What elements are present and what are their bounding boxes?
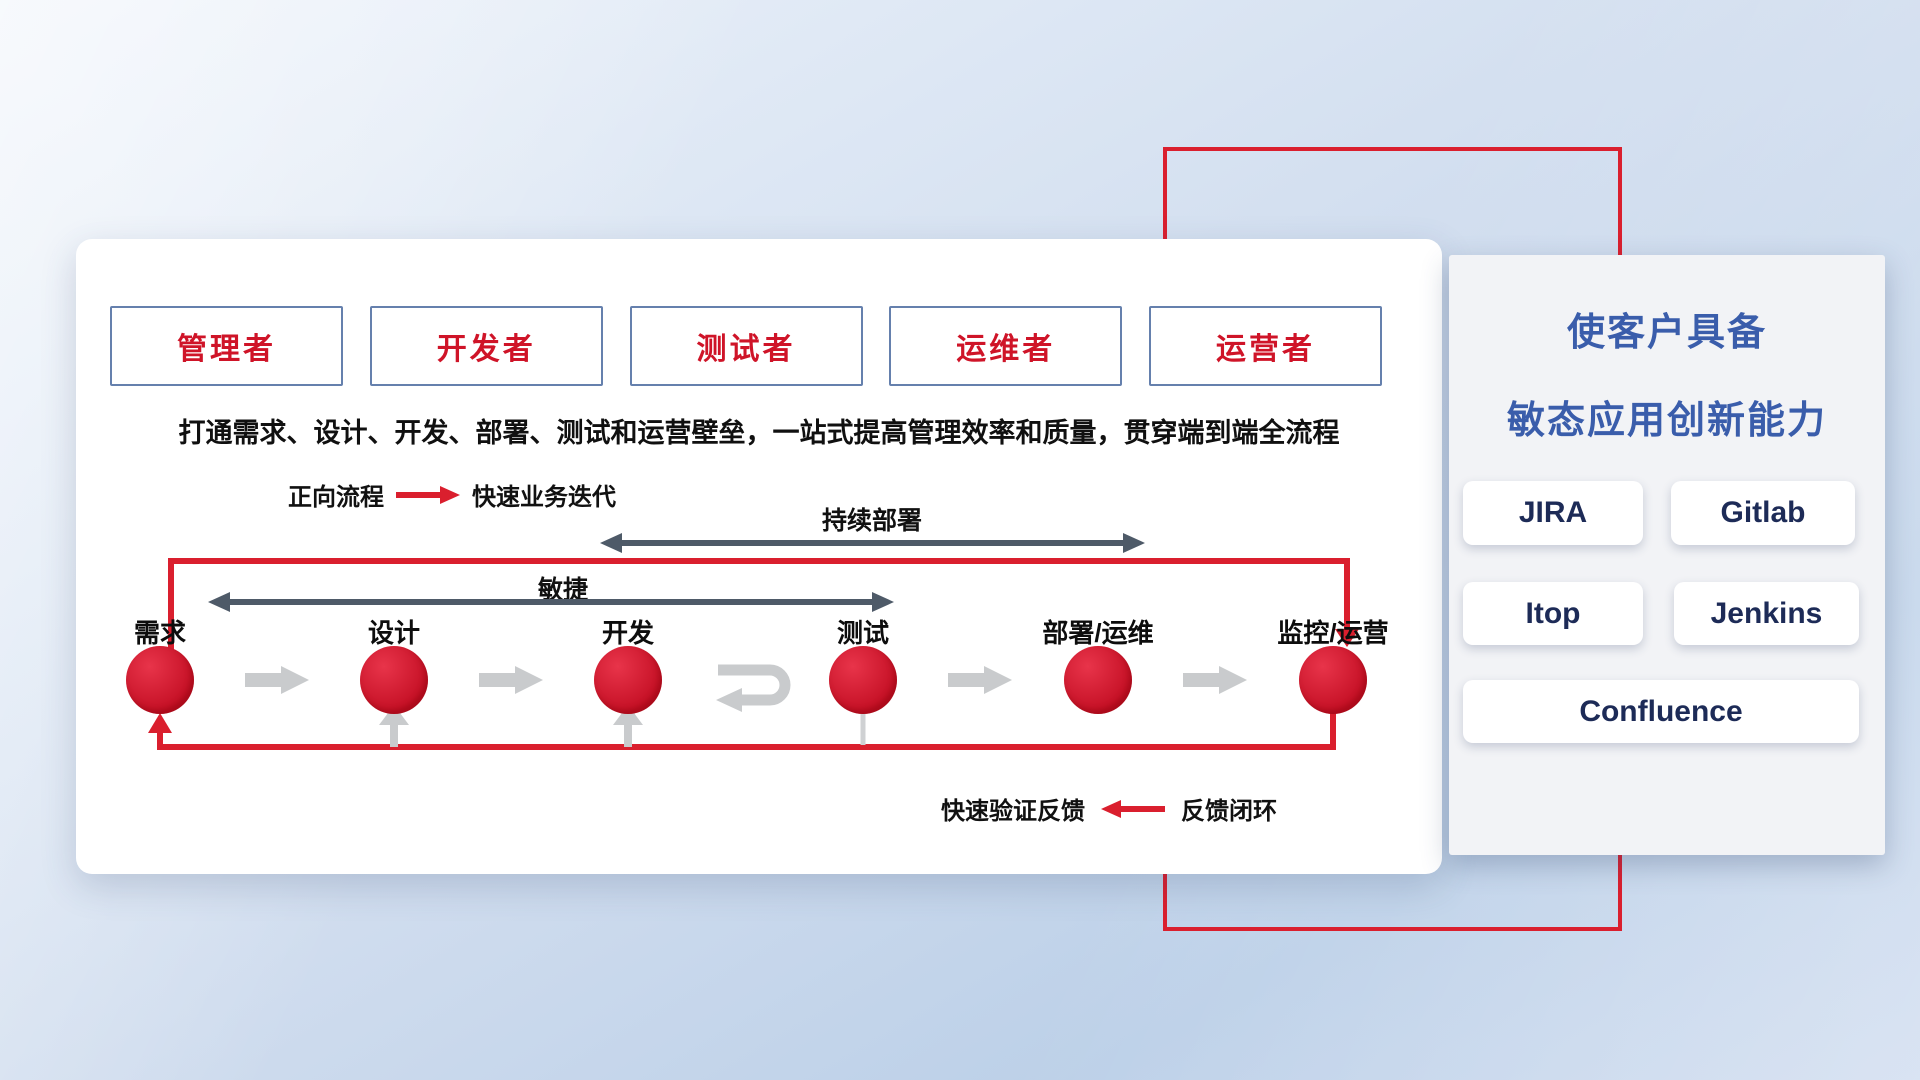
step-label-testing: 测试 <box>836 618 889 648</box>
step-label-deploy-ops: 部署/运维 <box>1042 618 1154 648</box>
tool-confluence: Confluence <box>1463 680 1859 743</box>
role-box-operator: 运营者 <box>1149 306 1382 386</box>
agile-span-arrow <box>208 592 894 612</box>
iteration-loop-icon <box>716 664 791 712</box>
feedback-value: 快速验证反馈 <box>941 798 1085 825</box>
role-box-developer: 开发者 <box>369 306 603 386</box>
role-label-operator: 运营者 <box>1216 333 1315 366</box>
legend-forward: 正向流程 快速业务迭代 <box>288 477 616 512</box>
forward-flow-label: 正向流程 <box>288 484 384 511</box>
panel-title-line1: 使客户具备 <box>1566 312 1767 354</box>
continuous-deployment-span-arrow <box>600 533 1145 553</box>
legend-feedback: 快速验证反馈 反馈闭环 <box>941 791 1277 826</box>
red-forward-flow-line <box>168 558 1359 671</box>
tool-itop: Itop <box>1463 582 1643 645</box>
role-label-ops: 运维者 <box>956 333 1056 366</box>
subtitle: 打通需求、设计、开发、部署、测试和运营壁垒，一站式提高管理效率和质量，贯穿端到端… <box>178 418 1340 448</box>
step-label-monitor-operate: 监控/运营 <box>1277 618 1389 648</box>
panel-title-line2: 敏态应用创新能力 <box>1506 400 1827 442</box>
role-label-manager: 管理者 <box>177 333 276 366</box>
step-dot-requirements <box>126 646 194 714</box>
step-dot-monitor-operate <box>1299 646 1367 714</box>
tool-gitlab: Gitlab <box>1671 481 1855 545</box>
tool-jira: JIRA <box>1463 481 1643 545</box>
devops-flow-card: 管理者 开发者 测试者 运维者 运营者 打通需求、设计、开发、部署、测试和运营壁… <box>76 239 1442 874</box>
flow-diagram-graphics <box>148 533 1359 750</box>
role-label-developer: 开发者 <box>436 333 536 366</box>
tool-jenkins: Jenkins <box>1674 582 1859 645</box>
tools-panel: 使客户具备 敏态应用创新能力 JIRA Gitlab Itop Jenkins … <box>1449 255 1885 855</box>
step-label-design: 设计 <box>367 618 420 648</box>
step-dot-design <box>360 646 428 714</box>
gray-step-arrows <box>245 666 1247 694</box>
step-dot-development <box>594 646 662 714</box>
step-label-development: 开发 <box>601 618 654 648</box>
gray-feedback-up-arrows <box>379 705 866 747</box>
role-row: 管理者 开发者 测试者 运维者 运营者 <box>110 306 1382 386</box>
role-box-ops: 运维者 <box>889 306 1123 386</box>
forward-arrow-icon <box>396 485 460 504</box>
continuous-deployment-label: 持续部署 <box>821 507 922 535</box>
step-label-requirements: 需求 <box>133 618 186 648</box>
role-label-tester: 测试者 <box>696 333 796 366</box>
step-dot-testing <box>829 646 897 714</box>
red-feedback-flow-line <box>148 709 1336 750</box>
feedback-arrow-icon <box>1101 799 1165 818</box>
role-box-manager: 管理者 <box>110 306 343 386</box>
step-dot-deploy-ops <box>1064 646 1132 714</box>
forward-flow-value: 快速业务迭代 <box>472 484 616 511</box>
feedback-label: 反馈闭环 <box>1181 798 1277 825</box>
role-box-tester: 测试者 <box>629 306 863 386</box>
